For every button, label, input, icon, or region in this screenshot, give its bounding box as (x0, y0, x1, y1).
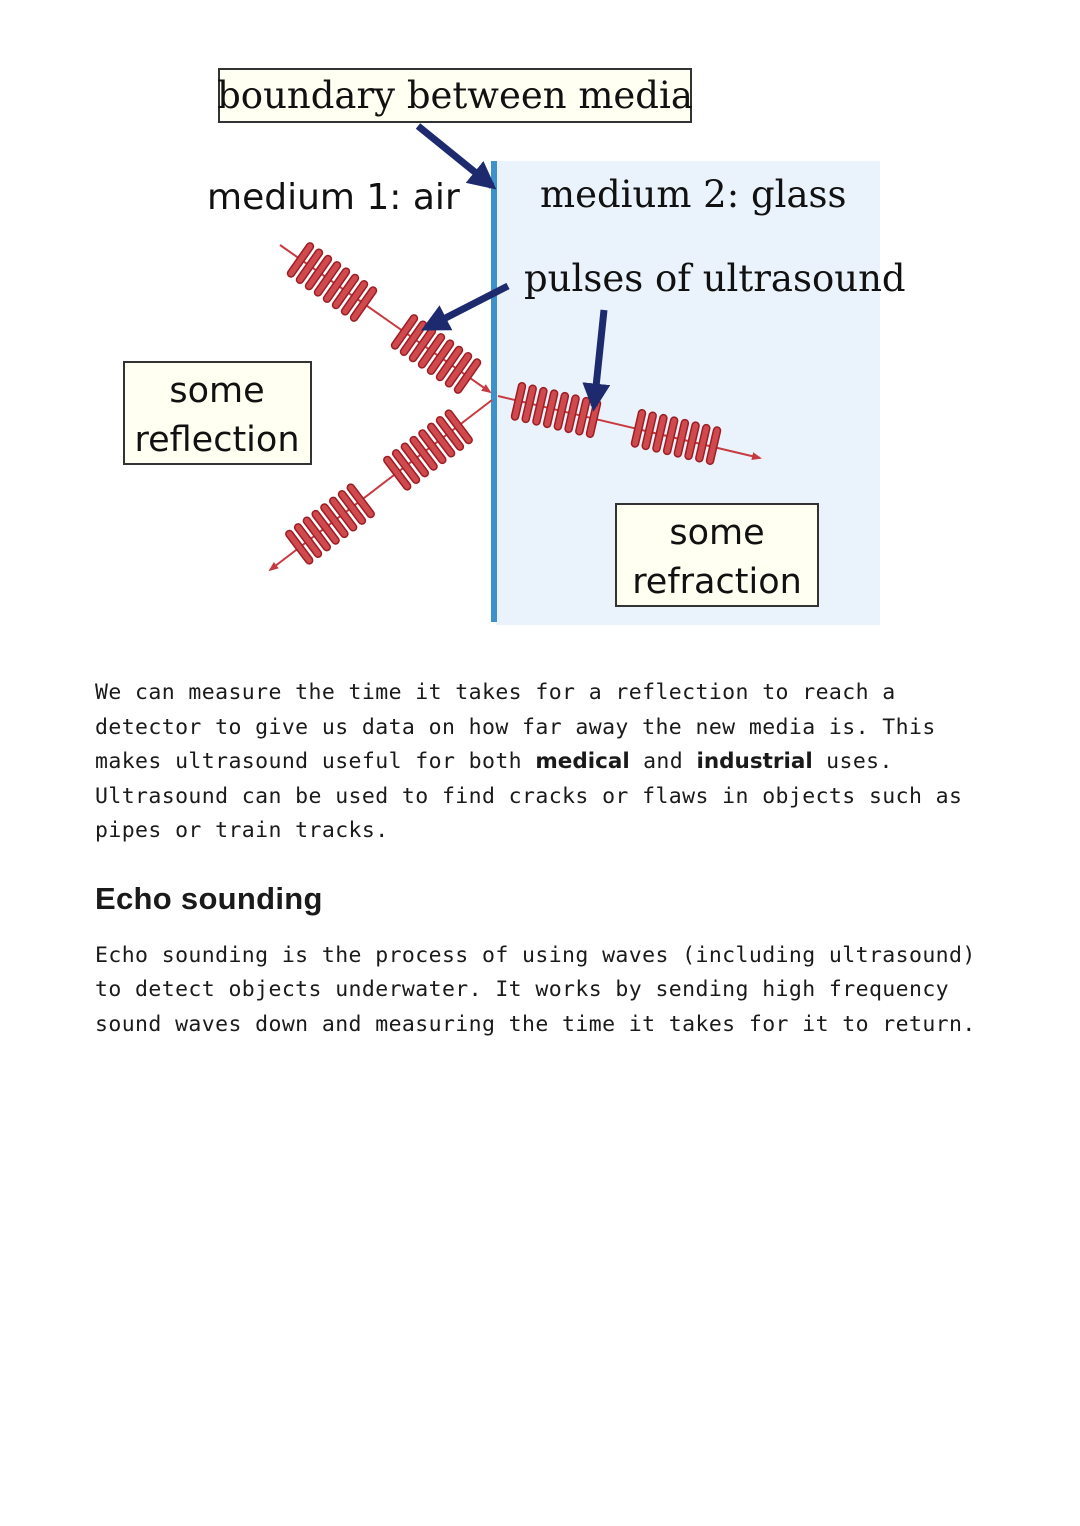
medium-2-label: medium 2: glass (540, 173, 847, 216)
para1-bold-medical: medical (535, 749, 630, 774)
refracted-pulse-1 (510, 381, 602, 439)
para1-text-1: We can measure the time it takes for a r… (95, 680, 936, 774)
paragraph-echo-sounding: Echo sounding is the process of using wa… (95, 942, 976, 1037)
pulses-label: pulses of ultrasound (524, 257, 906, 300)
boundary-label-box: boundary between media (217, 68, 693, 123)
para1-bold-industrial: industrial (696, 749, 813, 774)
refraction-label-box: some refraction (615, 503, 819, 607)
refraction-label-line2: refraction (632, 562, 802, 602)
para1-text-2: and (629, 749, 697, 774)
reflected-pulse-2 (285, 483, 375, 565)
diagram-canvas: boundary between media medium 1: air med… (123, 68, 906, 625)
paragraph-ultrasound-uses: We can measure the time it takes for a r… (95, 676, 995, 849)
incident-pulse-2 (390, 314, 482, 394)
incident-pulse-1 (286, 242, 378, 322)
pulses-arrow-down (582, 309, 611, 412)
refraction-label-line1: some (669, 513, 764, 553)
reflected-pulse-1 (383, 409, 473, 491)
boundary-arrow (415, 123, 497, 190)
refracted-pulse-2 (630, 408, 722, 466)
reflection-label-box: some reflection (123, 361, 312, 465)
pulses-arrow-left (421, 282, 510, 332)
boundary-label: boundary between media (217, 74, 693, 117)
article-body: We can measure the time it takes for a r… (95, 676, 995, 1042)
reflection-label-line1: some (169, 371, 264, 411)
reflection-label-line2: reflection (134, 420, 299, 460)
section-heading-echo-sounding: Echo sounding (95, 880, 323, 916)
ultrasound-diagram: boundary between media medium 1: air med… (110, 60, 910, 640)
medium-1-label: medium 1: air (207, 177, 460, 218)
para1-text-3: uses. Ultrasound can be used to find cra… (95, 749, 963, 843)
